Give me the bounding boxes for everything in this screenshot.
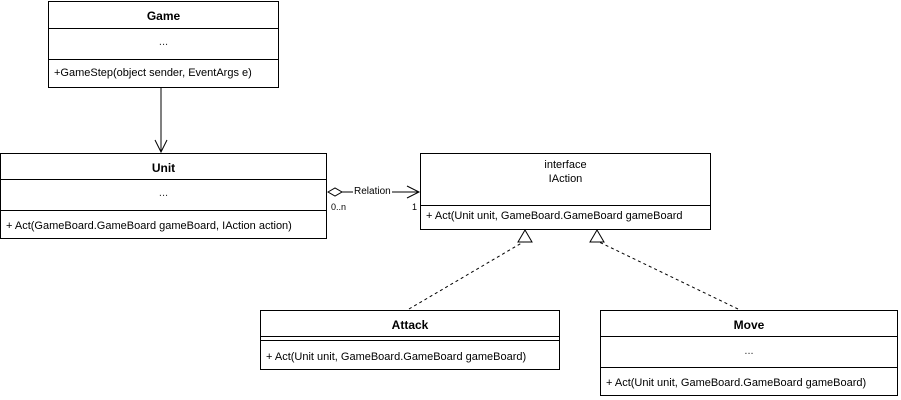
move-realization-line [596, 240, 739, 310]
source-multiplicity-label: 0..n [331, 202, 347, 212]
iaction-operation: + Act(Unit unit, GameBoard.GameBoard gam… [426, 210, 683, 222]
iaction-interface-box[interactable]: interface IAction + Act(Unit unit, GameB… [420, 153, 711, 230]
game-class-name: Game [146, 9, 181, 23]
move-class-divider [601, 336, 897, 337]
attack-class-name: Attack [391, 318, 429, 332]
game-class-divider [49, 59, 278, 60]
unit-class-divider [1, 210, 326, 211]
unit-class-operation: + Act(GameBoard.GameBoard gameBoard, IAc… [6, 220, 292, 232]
game-class-divider [49, 28, 278, 29]
move-class-divider [601, 367, 897, 368]
attack-realization-triangle [517, 229, 533, 243]
game-class-operation: +GameStep(object sender, EventArgs e) [54, 67, 252, 79]
game-class-box[interactable]: Game ... +GameStep(object sender, EventA… [48, 1, 279, 88]
attack-class-divider [261, 340, 559, 341]
attack-class-box[interactable]: Attack + Act(Unit unit, GameBoard.GameBo… [260, 310, 560, 370]
iaction-interface-name: IAction [548, 173, 583, 185]
unit-class-divider [1, 179, 326, 180]
move-class-attributes: ... [744, 345, 754, 357]
attack-realization-line [408, 240, 526, 310]
unit-class-box[interactable]: Unit ... + Act(GameBoard.GameBoard gameB… [0, 153, 327, 239]
iaction-stereotype: interface [544, 159, 587, 171]
unit-iaction-arrowhead [406, 185, 421, 199]
iaction-divider [421, 205, 710, 206]
attack-class-divider [261, 336, 559, 337]
game-class-attributes: ... [158, 36, 169, 48]
aggregation-diamond [326, 187, 344, 197]
move-class-name: Move [733, 318, 765, 332]
move-realization-triangle [589, 229, 605, 243]
move-class-operation: + Act(Unit unit, GameBoard.GameBoard gam… [606, 377, 867, 389]
game-unit-arrowhead [154, 139, 168, 154]
attack-class-operation: + Act(Unit unit, GameBoard.GameBoard gam… [266, 351, 527, 363]
unit-class-name: Unit [151, 161, 176, 175]
unit-class-attributes: ... [158, 187, 169, 199]
relation-label: Relation [353, 186, 392, 197]
move-class-box[interactable]: Move ... + Act(Unit unit, GameBoard.Game… [600, 310, 898, 396]
target-multiplicity-label: 1 [412, 202, 418, 212]
